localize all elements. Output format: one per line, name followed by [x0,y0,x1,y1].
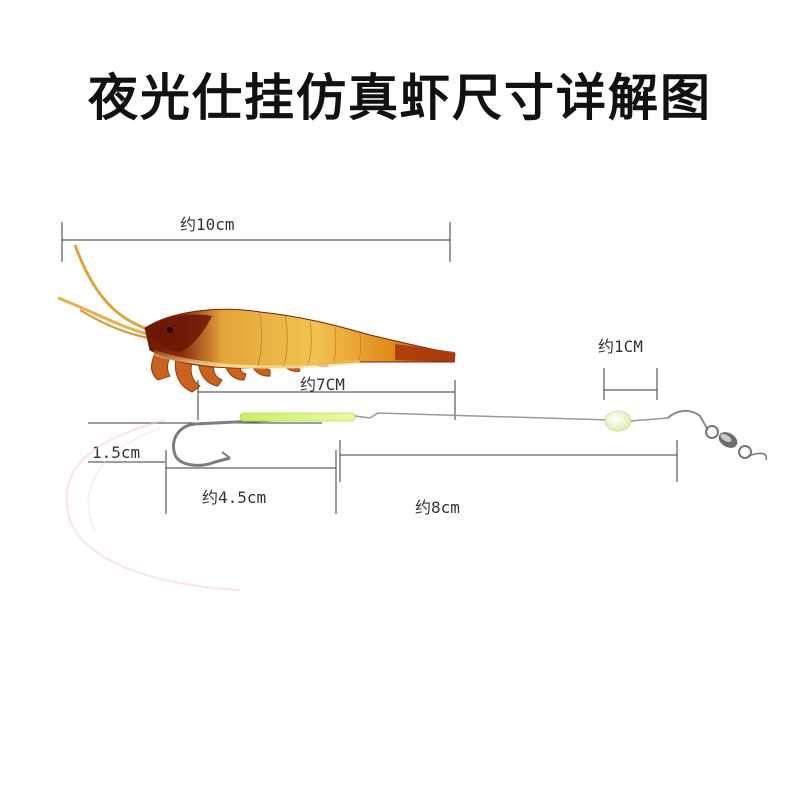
hook [172,412,356,467]
label-leader-length: 约8cm [415,498,460,517]
shrimp-eye [167,327,173,333]
label-body-length: 约10cm [180,215,235,234]
shrimp-tail [395,344,455,362]
antenna-2 [57,296,151,337]
dim-hook-length: 约4.5cm [165,450,337,514]
glow-tube [239,412,356,422]
label-head-length: 约1CM [598,337,643,356]
dim-hook-gap: 1.5cm [88,422,322,463]
label-hook-length: 约4.5cm [202,488,266,507]
leader-wire [354,410,669,432]
dim-head-length: 约1CM [598,337,658,400]
label-rig-length: 约7CM [300,375,345,394]
shrimp-lure [57,244,456,393]
glow-bead [604,410,632,432]
trailing-line [65,419,241,591]
dim-body-length: 约10cm [61,215,451,262]
dim-leader-length: 约8cm [339,440,678,517]
label-hook-gap: 1.5cm [92,443,140,462]
antenna-1 [73,244,151,332]
page-title: 夜光仕挂仿真虾尺寸详解图 [88,69,712,127]
swivel-snap [667,410,768,461]
